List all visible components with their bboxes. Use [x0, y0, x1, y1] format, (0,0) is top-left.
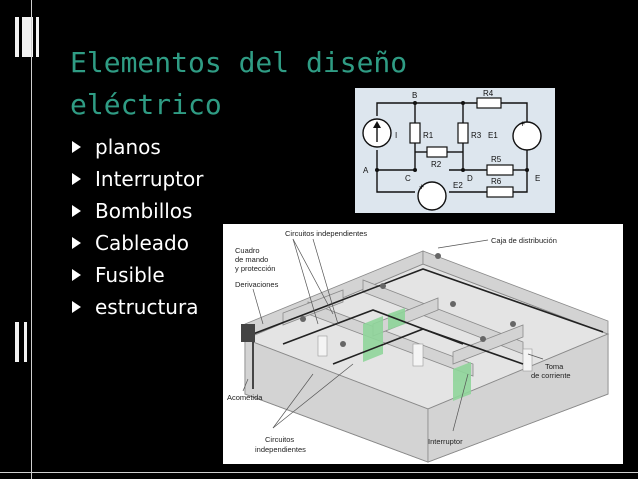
resistor-r3-icon [457, 122, 469, 144]
node-label-a: A [363, 166, 369, 175]
label-caja-distribucion: Caja de distribución [491, 236, 557, 245]
label-circuitos-bottom-1: Circuitos [265, 435, 294, 444]
node-label-b: B [412, 91, 417, 100]
circuit-svg: + + A B C D E I R1 R2 R3 R4 R5 [362, 89, 542, 211]
house-svg: Circuitos independientes Caja de distrib… [227, 229, 610, 463]
component-label-r5: R5 [491, 155, 502, 164]
resistor-r6-icon [486, 186, 514, 198]
bullet-text: estructura [95, 295, 199, 319]
slide-title: Elementos del diseño eléctrico [70, 46, 408, 121]
house-installation-diagram: Circuitos independientes Caja de distrib… [223, 224, 623, 464]
bullet-item: planos [72, 131, 204, 163]
label-cuadro-1: Cuadro [235, 246, 260, 255]
bullet-item: estructura [72, 291, 204, 323]
svg-text:+: + [520, 119, 525, 129]
label-acometida: Acometida [227, 393, 263, 402]
node-label-d: D [467, 174, 473, 183]
distribution-panel-icon [241, 324, 255, 342]
bullet-text: Bombillos [95, 199, 193, 223]
bullet-text: planos [95, 135, 161, 159]
deco-bar-bottom-left [15, 322, 19, 362]
bullet-icon [72, 301, 81, 313]
bullet-text: Interruptor [95, 167, 204, 191]
label-derivaciones: Derivaciones [235, 280, 279, 289]
bullet-icon [72, 237, 81, 249]
voltage-source-e2-icon [417, 181, 447, 211]
deco-vertical-line [31, 0, 32, 479]
resistor-r1-icon [409, 122, 421, 144]
bullet-list: planos Interruptor Bombillos Cableado Fu… [72, 131, 204, 323]
component-label-e2: E2 [453, 181, 463, 190]
deco-bar-top-wide [22, 17, 33, 57]
label-circuitos-bottom-2: independientes [255, 445, 306, 454]
bullet-item: Fusible [72, 259, 204, 291]
bullet-icon [72, 141, 81, 153]
node-label-e: E [535, 174, 540, 183]
label-toma-2: de corriente [531, 371, 571, 380]
bullet-icon [72, 173, 81, 185]
bullet-item: Cableado [72, 227, 204, 259]
bullet-icon [72, 205, 81, 217]
label-circuitos-independientes-top: Circuitos independientes [285, 229, 367, 238]
bullet-item: Bombillos [72, 195, 204, 227]
component-label-r6: R6 [491, 177, 502, 186]
label-cuadro-3: y protección [235, 264, 275, 273]
component-label-r4: R4 [483, 89, 494, 98]
label-interruptor: Interruptor [428, 437, 463, 446]
bullet-item: Interruptor [72, 163, 204, 195]
bullet-text: Fusible [95, 263, 165, 287]
bullet-text: Cableado [95, 231, 189, 255]
resistor-r4-icon [476, 97, 502, 109]
component-label-i: I [395, 131, 397, 140]
svg-text:+: + [419, 182, 424, 192]
label-toma-1: Toma [545, 362, 564, 371]
label-cuadro-2: de mando [235, 255, 268, 264]
node-label-c: C [405, 174, 411, 183]
component-label-r1: R1 [423, 131, 434, 140]
component-label-e1: E1 [488, 131, 498, 140]
circuit-diagram: + + A B C D E I R1 R2 R3 R4 R5 [355, 88, 555, 213]
bullet-icon [72, 269, 81, 281]
resistor-r5-icon [486, 164, 514, 176]
deco-bar-top-thin [36, 17, 39, 57]
voltage-source-e1-icon [512, 121, 542, 151]
resistor-r2-icon [426, 146, 448, 158]
deco-bar-top [15, 17, 19, 57]
deco-bar-bottom-right [24, 322, 27, 362]
component-label-r3: R3 [471, 131, 482, 140]
component-label-r2: R2 [431, 160, 442, 169]
deco-bottom-line [0, 472, 638, 473]
